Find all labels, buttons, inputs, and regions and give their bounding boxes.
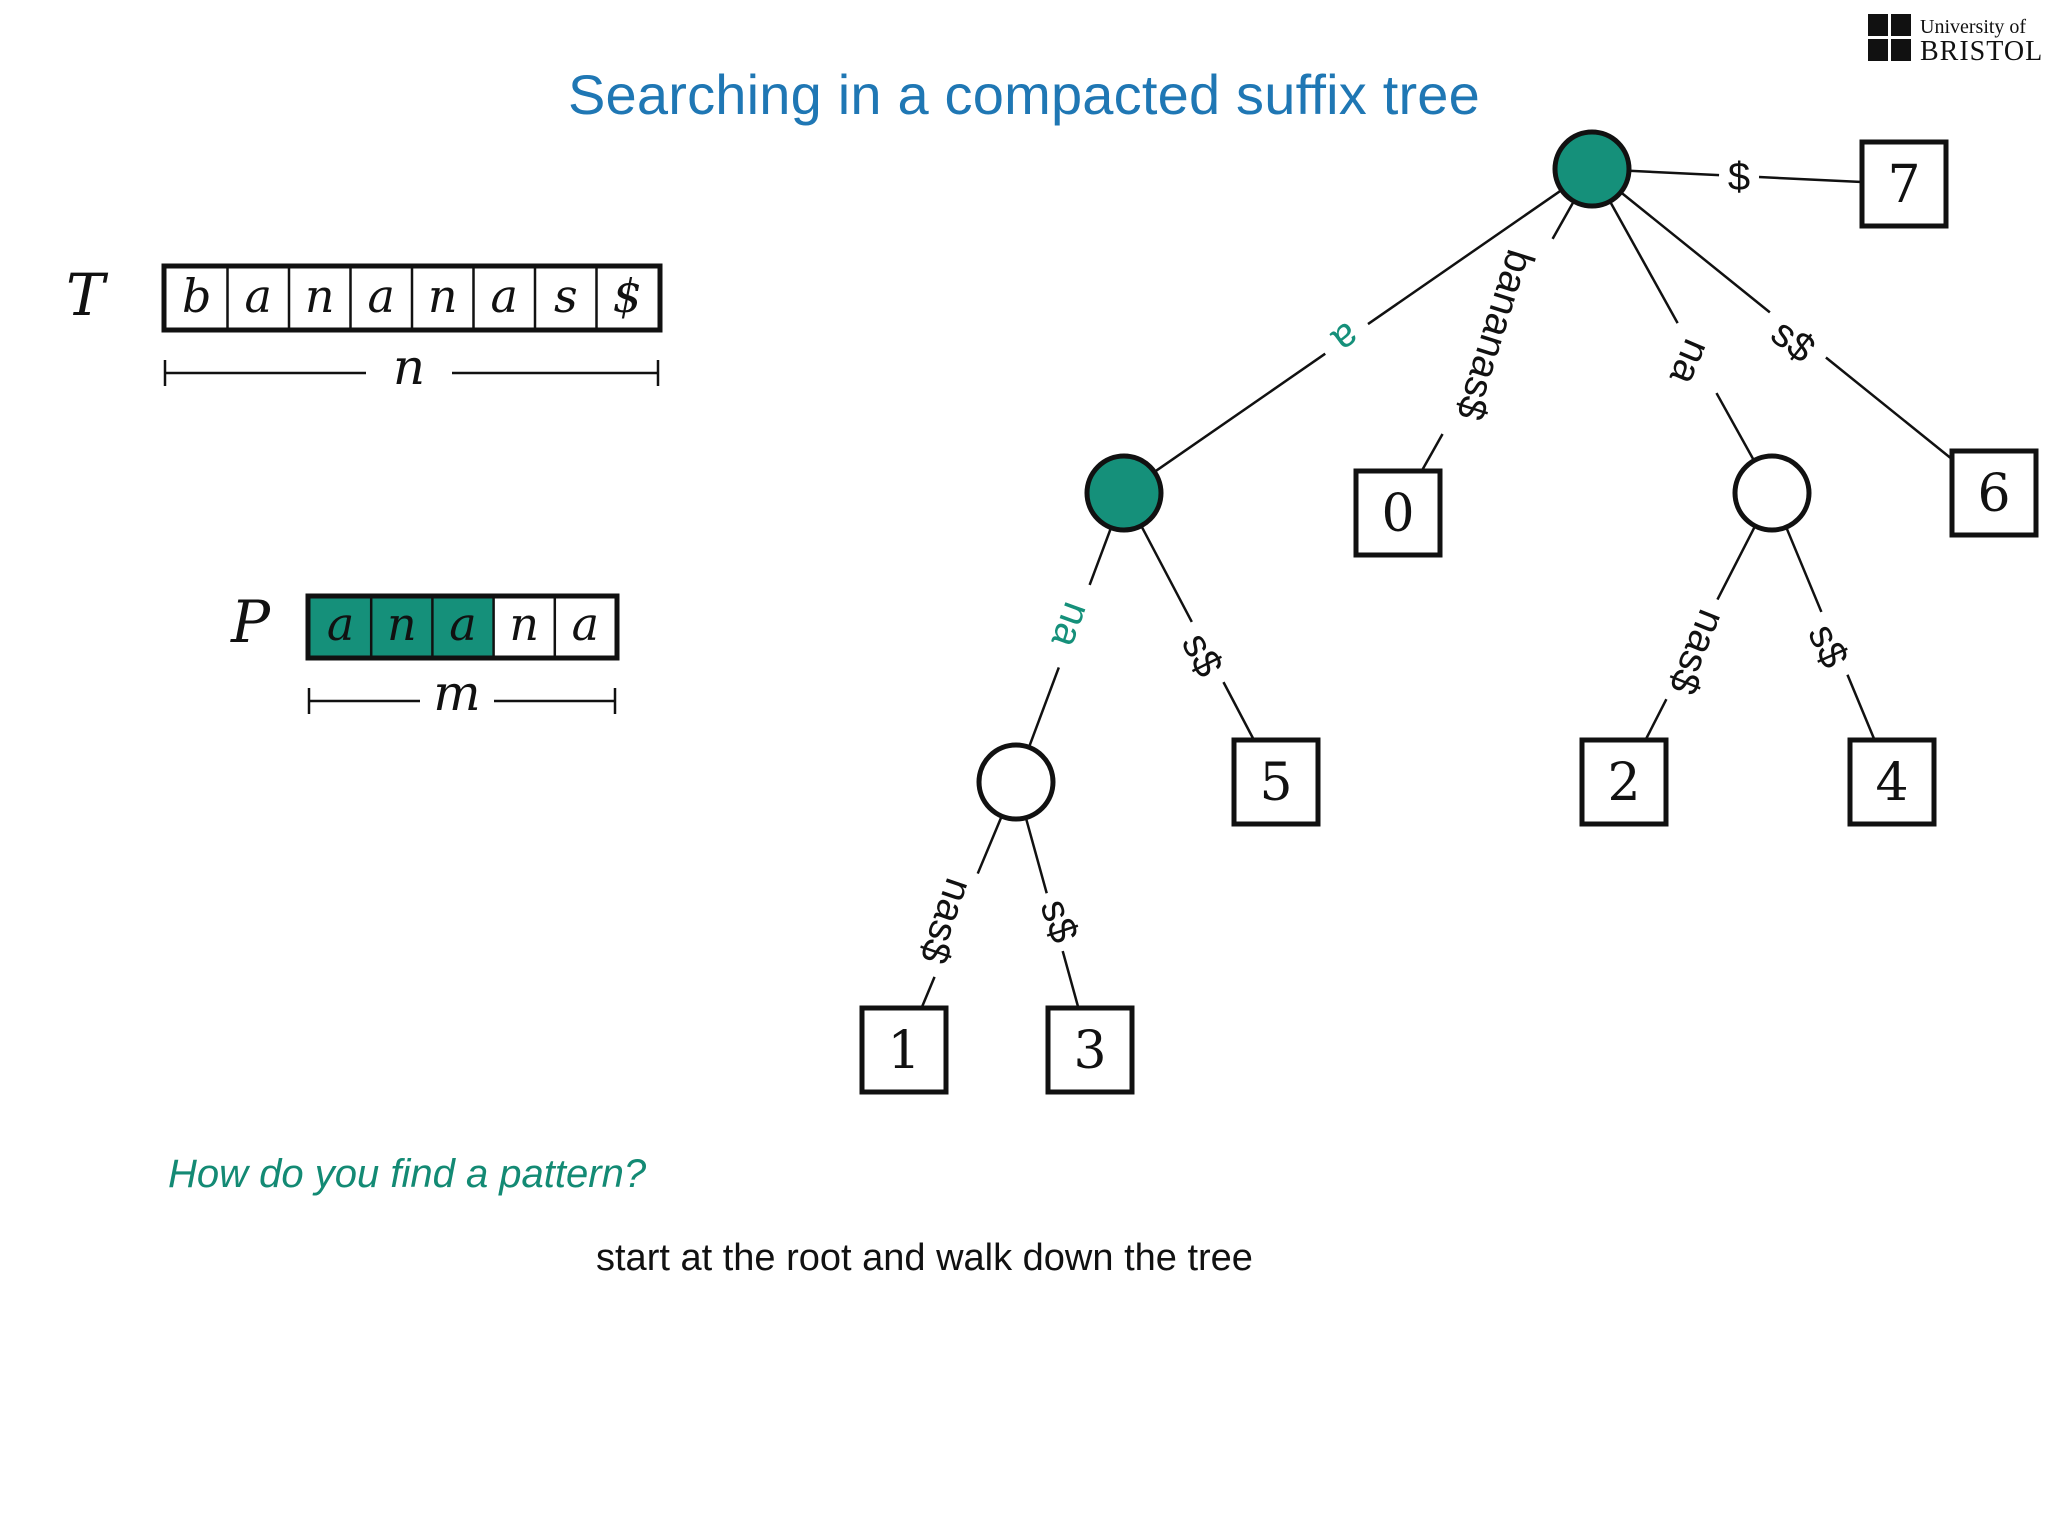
tree-edge-line	[1088, 527, 1113, 586]
text-cell: s	[554, 269, 578, 323]
tree-edge-line	[1222, 681, 1256, 741]
tree-edge-line	[1628, 169, 1720, 177]
tree-leaf-label: 7	[1887, 155, 1920, 215]
tree-edge-label: na	[1042, 597, 1099, 655]
tree-edge-line	[1825, 356, 1953, 461]
tree-edge-line	[1367, 189, 1563, 326]
pattern-cell-matched	[310, 598, 372, 656]
tree-edge-line	[920, 976, 936, 1009]
tree-edge-line	[1153, 352, 1326, 473]
tree-leaf-label: 2	[1607, 753, 1640, 813]
question-text: How do you find a pattern?	[168, 1152, 647, 1196]
text-length-bracket: n	[163, 338, 660, 396]
pattern-cell: a	[327, 597, 354, 651]
tree-internal-node	[1552, 129, 1632, 209]
pattern-length-label: m	[433, 664, 480, 722]
logo-university-text: University of	[1920, 16, 2027, 38]
slide-title: Searching in a compacted suffix tree	[567, 63, 1480, 126]
tree-leaf-box	[1045, 1005, 1135, 1095]
text-cell: a	[368, 269, 395, 323]
text-array-label: T	[66, 261, 109, 329]
tree-leaf-label: 1	[887, 1021, 920, 1081]
tree-edge-line	[1551, 200, 1575, 240]
tree-leaf-box	[1231, 737, 1321, 827]
tree-leaf-box	[1353, 468, 1443, 558]
tree-leaf-box	[1847, 737, 1937, 827]
tree-edge-line	[976, 815, 1003, 875]
text-length-label: n	[393, 338, 425, 396]
text-cell: $	[613, 269, 642, 323]
tree-edge-line	[1024, 817, 1048, 894]
tree-leaf-label: 3	[1073, 1021, 1106, 1081]
tree-edge-line	[1608, 200, 1679, 324]
tree-edge-line	[1140, 525, 1193, 623]
pattern-cell: n	[387, 597, 417, 651]
tree-internal-node	[1084, 453, 1164, 533]
tree-leaf-box	[859, 1005, 949, 1095]
tree-edge-line	[1716, 525, 1757, 601]
logo-bristol-text: BRISTOL	[1920, 36, 2044, 67]
tree-edge-label: na	[1661, 333, 1719, 392]
tree-edge-label: bananas$	[1448, 245, 1543, 426]
pattern-cell: a	[449, 597, 476, 651]
tree-edge-line	[1785, 526, 1823, 613]
tree-edge-line	[1620, 191, 1771, 314]
tree-edge-label: $	[1728, 155, 1750, 199]
pattern-length-bracket: m	[307, 664, 617, 722]
pattern-array-label: P	[230, 588, 271, 656]
tree-leaf-label: 0	[1381, 484, 1414, 544]
pattern-cell: n	[509, 597, 539, 651]
tree-internal-node	[976, 742, 1056, 822]
tree-edge-line	[1061, 950, 1080, 1009]
text-cell: n	[428, 269, 458, 323]
tree-nodes: 0 1 2 3 4 5 6 7	[859, 129, 2039, 1095]
tree-edge-label: nas$	[1660, 604, 1733, 701]
tree-edge-label: a	[1323, 314, 1368, 363]
text-cell: n	[305, 269, 335, 323]
crest-icon	[1868, 14, 1912, 62]
pattern-array-frame	[305, 593, 620, 661]
tree-edge-label: s$	[1173, 626, 1231, 683]
tree-edge-line	[1758, 175, 1863, 184]
tree-edge-label: s$	[1763, 311, 1823, 372]
tree-internal-node	[1732, 453, 1812, 533]
answer-text: start at the root and walk down the tree	[596, 1237, 1253, 1279]
tree-leaf-label: 6	[1977, 464, 2010, 524]
tree-leaf-box	[1859, 139, 1949, 229]
tree-leaf-box	[1579, 737, 1669, 827]
tree-edge-label: s$	[1032, 894, 1087, 948]
tree-leaf-label: 5	[1259, 753, 1292, 813]
tree-edge-line	[1027, 666, 1060, 748]
pattern-cell: a	[572, 597, 599, 651]
text-array-frame	[161, 263, 663, 333]
tree-edge-line	[1846, 674, 1876, 741]
tree-edge-label: nas$	[911, 873, 981, 969]
pattern-cell-matched	[371, 598, 433, 656]
tree-edge-line	[1644, 698, 1668, 741]
text-cell: a	[491, 269, 518, 323]
university-logo: University of BRISTOL	[1868, 12, 2042, 67]
tree-leaf-label: 4	[1875, 753, 1908, 813]
tree-edge-label: s$	[1799, 618, 1856, 674]
pattern-cell-matched	[432, 598, 494, 656]
tree-edge-line	[1420, 433, 1444, 472]
text-cell: a	[245, 269, 272, 323]
tree-leaf-box	[1949, 448, 2039, 538]
text-cell: b	[182, 269, 211, 323]
tree-edge-line	[1715, 392, 1756, 462]
